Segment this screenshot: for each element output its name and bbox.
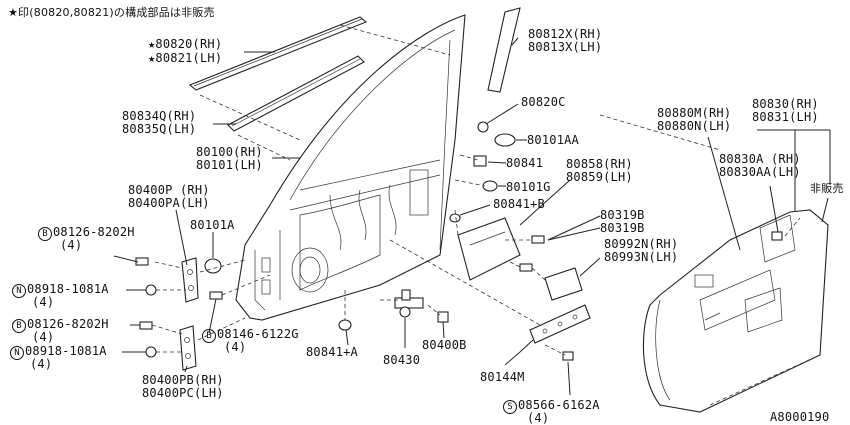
nut-symbol-icon: N [10, 346, 24, 360]
bolt-08126-upper-code: 08126-8202H [53, 225, 135, 239]
screw-08566-qty: (4) [527, 411, 550, 425]
callout-80101aa: 80101AA [527, 133, 579, 147]
callout-80400pc: 80400PC(LH) [142, 386, 224, 400]
callout-80400pb: 80400PB(RH) [142, 373, 224, 387]
inner-weatherstrip-80834 [227, 55, 365, 132]
callout-80841b: 80841+B [493, 197, 545, 211]
callout-not-sold: 非販売 [810, 182, 844, 195]
header-note: ★印(80820,80821)の構成部品は非販売 [8, 6, 215, 19]
callout-80812x: 80812X(RH) [528, 27, 603, 41]
sash-trim-80812 [487, 7, 521, 93]
fasteners [135, 121, 783, 361]
nut-08918-upper-qty: (4) [32, 295, 55, 309]
callout-80100: 80100(RH) [196, 145, 263, 159]
door-trim-panel-80880 [642, 209, 829, 413]
nut-symbol-icon: N [12, 284, 26, 298]
callout-80831: 80831(LH) [752, 110, 819, 124]
inside-handle-80992 [519, 263, 583, 301]
nut-08918-lower-code: 08918-1081A [25, 344, 107, 358]
bolt-symbol-icon: B [202, 329, 216, 343]
bolt-08146-code: 08146-6122G [217, 327, 299, 341]
leader-lines [113, 37, 831, 396]
callout-80830aa: 80830AA(LH) [719, 165, 801, 179]
callout-80880n: 80880N(LH) [657, 119, 732, 133]
bolt-08126-lower-qty: (4) [32, 330, 55, 344]
callout-80880m: 80880M(RH) [657, 106, 732, 120]
callout-80993n: 80993N(LH) [604, 250, 679, 264]
lower-hinge-80400pb [179, 325, 197, 371]
callout-80101g: 80101G [506, 180, 551, 194]
callout-80820: ★80820(RH) [148, 37, 223, 51]
callout-80813x: 80813X(LH) [528, 40, 603, 54]
callout-80841: 80841 [506, 156, 544, 170]
bolt-symbol-icon: B [38, 227, 52, 241]
callout-80858: 80858(RH) [566, 157, 633, 171]
assembly-lines [151, 24, 801, 356]
figure-id: A8000190 [770, 410, 830, 424]
callout-80821: ★80821(LH) [148, 51, 223, 65]
nut-08918-lower-qty: (4) [30, 357, 53, 371]
callout-80830a: 80830A (RH) [719, 152, 801, 166]
bolt-08146-qty: (4) [224, 340, 247, 354]
callout-80430: 80430 [383, 353, 421, 367]
callout-80835q: 80835Q(LH) [122, 122, 197, 136]
callout-80101: 80101(LH) [196, 158, 263, 172]
callout-80859: 80859(LH) [566, 170, 633, 184]
door-shell-80100 [235, 14, 466, 321]
bolt-08126-lower-code: 08126-8202H [27, 317, 109, 331]
callout-80841a: 80841+A [306, 345, 358, 359]
callout-80400p: 80400P (RH) [128, 183, 210, 197]
door-lock-80858 [457, 217, 545, 281]
callout-80830: 80830(RH) [752, 97, 819, 111]
screw-08566-code: 08566-6162A [518, 398, 600, 412]
screw-symbol-icon: S [503, 400, 517, 414]
bolt-08126-upper-qty: (4) [60, 238, 83, 252]
callout-80101a: 80101A [190, 218, 235, 232]
callout-80834q: 80834Q(RH) [122, 109, 197, 123]
nut-08918-upper-code: 08918-1081A [27, 282, 109, 296]
upper-hinge-80400p [181, 257, 199, 303]
bolt-symbol-icon: B [12, 319, 26, 333]
callout-80319b-lower: 80319B [600, 221, 645, 235]
outer-weatherstrip-80820 [188, 16, 368, 91]
callout-80400b: 80400B [422, 338, 467, 352]
callout-80400pa: 80400PA(LH) [128, 196, 210, 210]
callout-80319b-upper: 80319B [600, 208, 645, 222]
callout-80992n: 80992N(RH) [604, 237, 679, 251]
callout-80144m: 80144M [480, 370, 525, 384]
bracket-80144m [529, 304, 591, 344]
door-check-80430 [394, 289, 424, 318]
callout-80820c: 80820C [521, 95, 566, 109]
